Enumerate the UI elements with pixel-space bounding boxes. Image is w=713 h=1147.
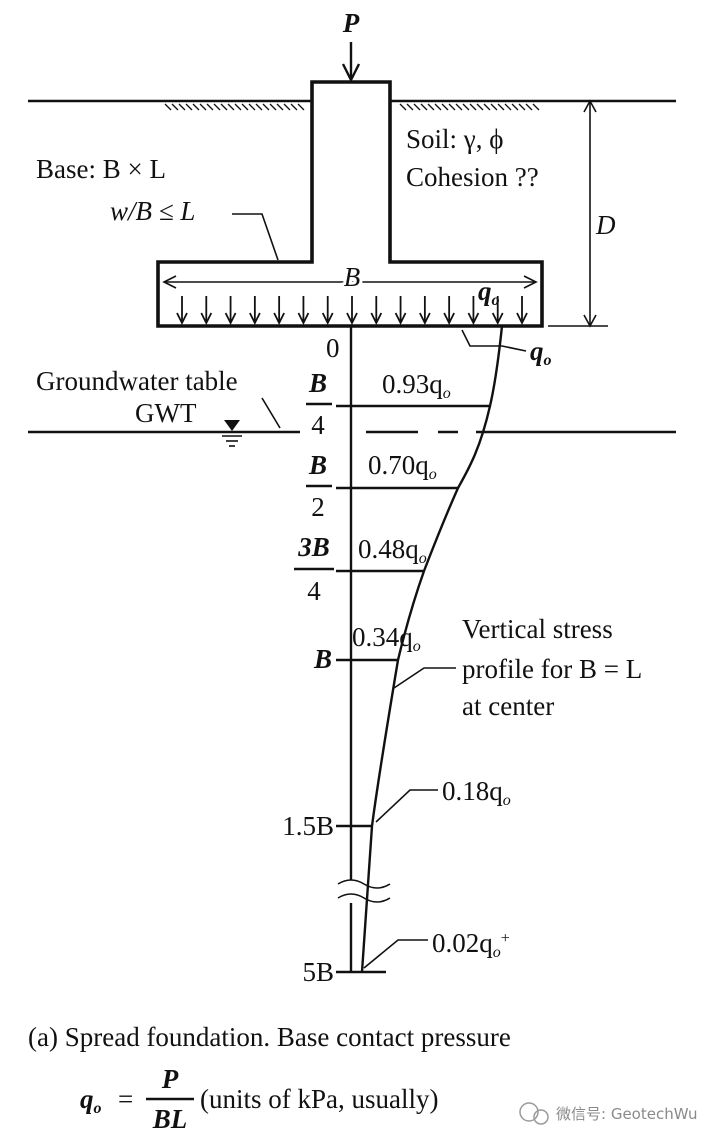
svg-text:4: 4: [311, 410, 325, 440]
stress-018-label: 0.18qo: [442, 776, 511, 809]
depth-ticks: [336, 404, 490, 974]
soil-label: Soil: γ, ϕ: [406, 124, 503, 154]
stress-034-label: 0.34qo: [352, 622, 421, 655]
profile-label-line3: at center: [462, 691, 554, 721]
axis-break: [337, 879, 391, 903]
depth-b2-label: B 2: [306, 450, 332, 522]
pressure-arrow: [516, 296, 528, 326]
stress-018-leader: [375, 789, 438, 823]
stress-048-label: 0.48qo: [358, 534, 427, 567]
svg-text:2: 2: [311, 492, 325, 522]
pressure-arrow: [249, 296, 261, 326]
ground-surface: [28, 99, 676, 111]
load-arrow: [341, 42, 361, 83]
svg-text:微信号: GeotechWu: 微信号: GeotechWu: [556, 1105, 698, 1123]
stress-002-leader: [363, 939, 428, 969]
stress-093-label: 0.93qo: [382, 369, 451, 402]
svg-text:(units of kPa, usually): (units of kPa, usually): [200, 1084, 438, 1114]
cohesion-label: Cohesion ??: [406, 162, 539, 192]
svg-text:4: 4: [307, 576, 321, 606]
stress-q0-label: qo: [530, 336, 552, 369]
depth-5b-label: 5B: [302, 957, 334, 987]
svg-text:B: B: [308, 368, 327, 398]
gwt-label: Groundwater table: [36, 366, 238, 396]
depth-3b4-label: 3B 4: [294, 532, 334, 606]
pressure-arrow: [321, 296, 334, 326]
pressure-arrow: [419, 296, 431, 326]
pressure-arrow: [491, 296, 504, 326]
profile-leader: [393, 667, 456, 689]
width-dimension: [162, 275, 538, 289]
pressure-arrow: [273, 296, 285, 326]
water-table-icon: [222, 420, 242, 447]
stress-002-label: 0.02qo+: [432, 928, 510, 961]
depth-label: D: [595, 210, 616, 240]
base-size-label: Base: B × L: [36, 154, 166, 184]
pressure-arrow: [176, 296, 188, 326]
stress-profile-curve: [360, 325, 504, 973]
pressure-arrow: [370, 296, 383, 326]
watermark: 微信号: GeotechWu: [519, 1102, 698, 1125]
gwt-leader-line: [261, 397, 281, 429]
contact-pressure-arrows: [176, 296, 528, 326]
profile-label-line1: Vertical stress: [462, 614, 613, 644]
gwt-abbr-label: GWT: [135, 398, 197, 428]
svg-text:B: B: [308, 450, 327, 480]
depth-1-5b-label: 1.5B: [282, 811, 334, 841]
pressure-arrow: [297, 296, 310, 326]
contact-pressure-label: qo: [478, 276, 500, 309]
base-leader-line: [232, 213, 279, 261]
depth-b4-label: B 4: [306, 368, 332, 440]
ground-hatch-right: [399, 103, 540, 111]
width-label: B: [344, 262, 361, 292]
caption-equation: qo = P BL (units of kPa, usually): [80, 1064, 438, 1134]
pressure-arrow: [346, 296, 358, 326]
depth-dimension: [548, 99, 608, 328]
svg-text:P: P: [161, 1064, 179, 1094]
spread-footing: [156, 80, 544, 328]
pressure-arrow: [224, 296, 237, 326]
pressure-arrow: [443, 296, 455, 326]
svg-text:=: =: [118, 1084, 133, 1114]
svg-text:3B: 3B: [297, 532, 330, 562]
depth-zero-label: 0: [326, 333, 340, 363]
base-ratio-label: w/B ≤ L: [110, 196, 195, 226]
load-label: P: [342, 8, 360, 38]
stress-q0-leader: [461, 329, 527, 352]
pressure-arrow: [200, 296, 213, 326]
pressure-arrow: [467, 296, 480, 326]
depth-b-label: B: [313, 644, 332, 674]
caption-line1: (a) Spread foundation. Base contact pres…: [28, 1022, 511, 1052]
profile-label-line2: profile for B = L: [462, 654, 642, 684]
svg-text:BL: BL: [152, 1104, 188, 1134]
stress-070-label: 0.70qo: [368, 450, 437, 483]
pressure-arrow: [394, 296, 407, 326]
svg-text:qo: qo: [80, 1084, 102, 1117]
ground-hatch-left: [164, 103, 305, 111]
